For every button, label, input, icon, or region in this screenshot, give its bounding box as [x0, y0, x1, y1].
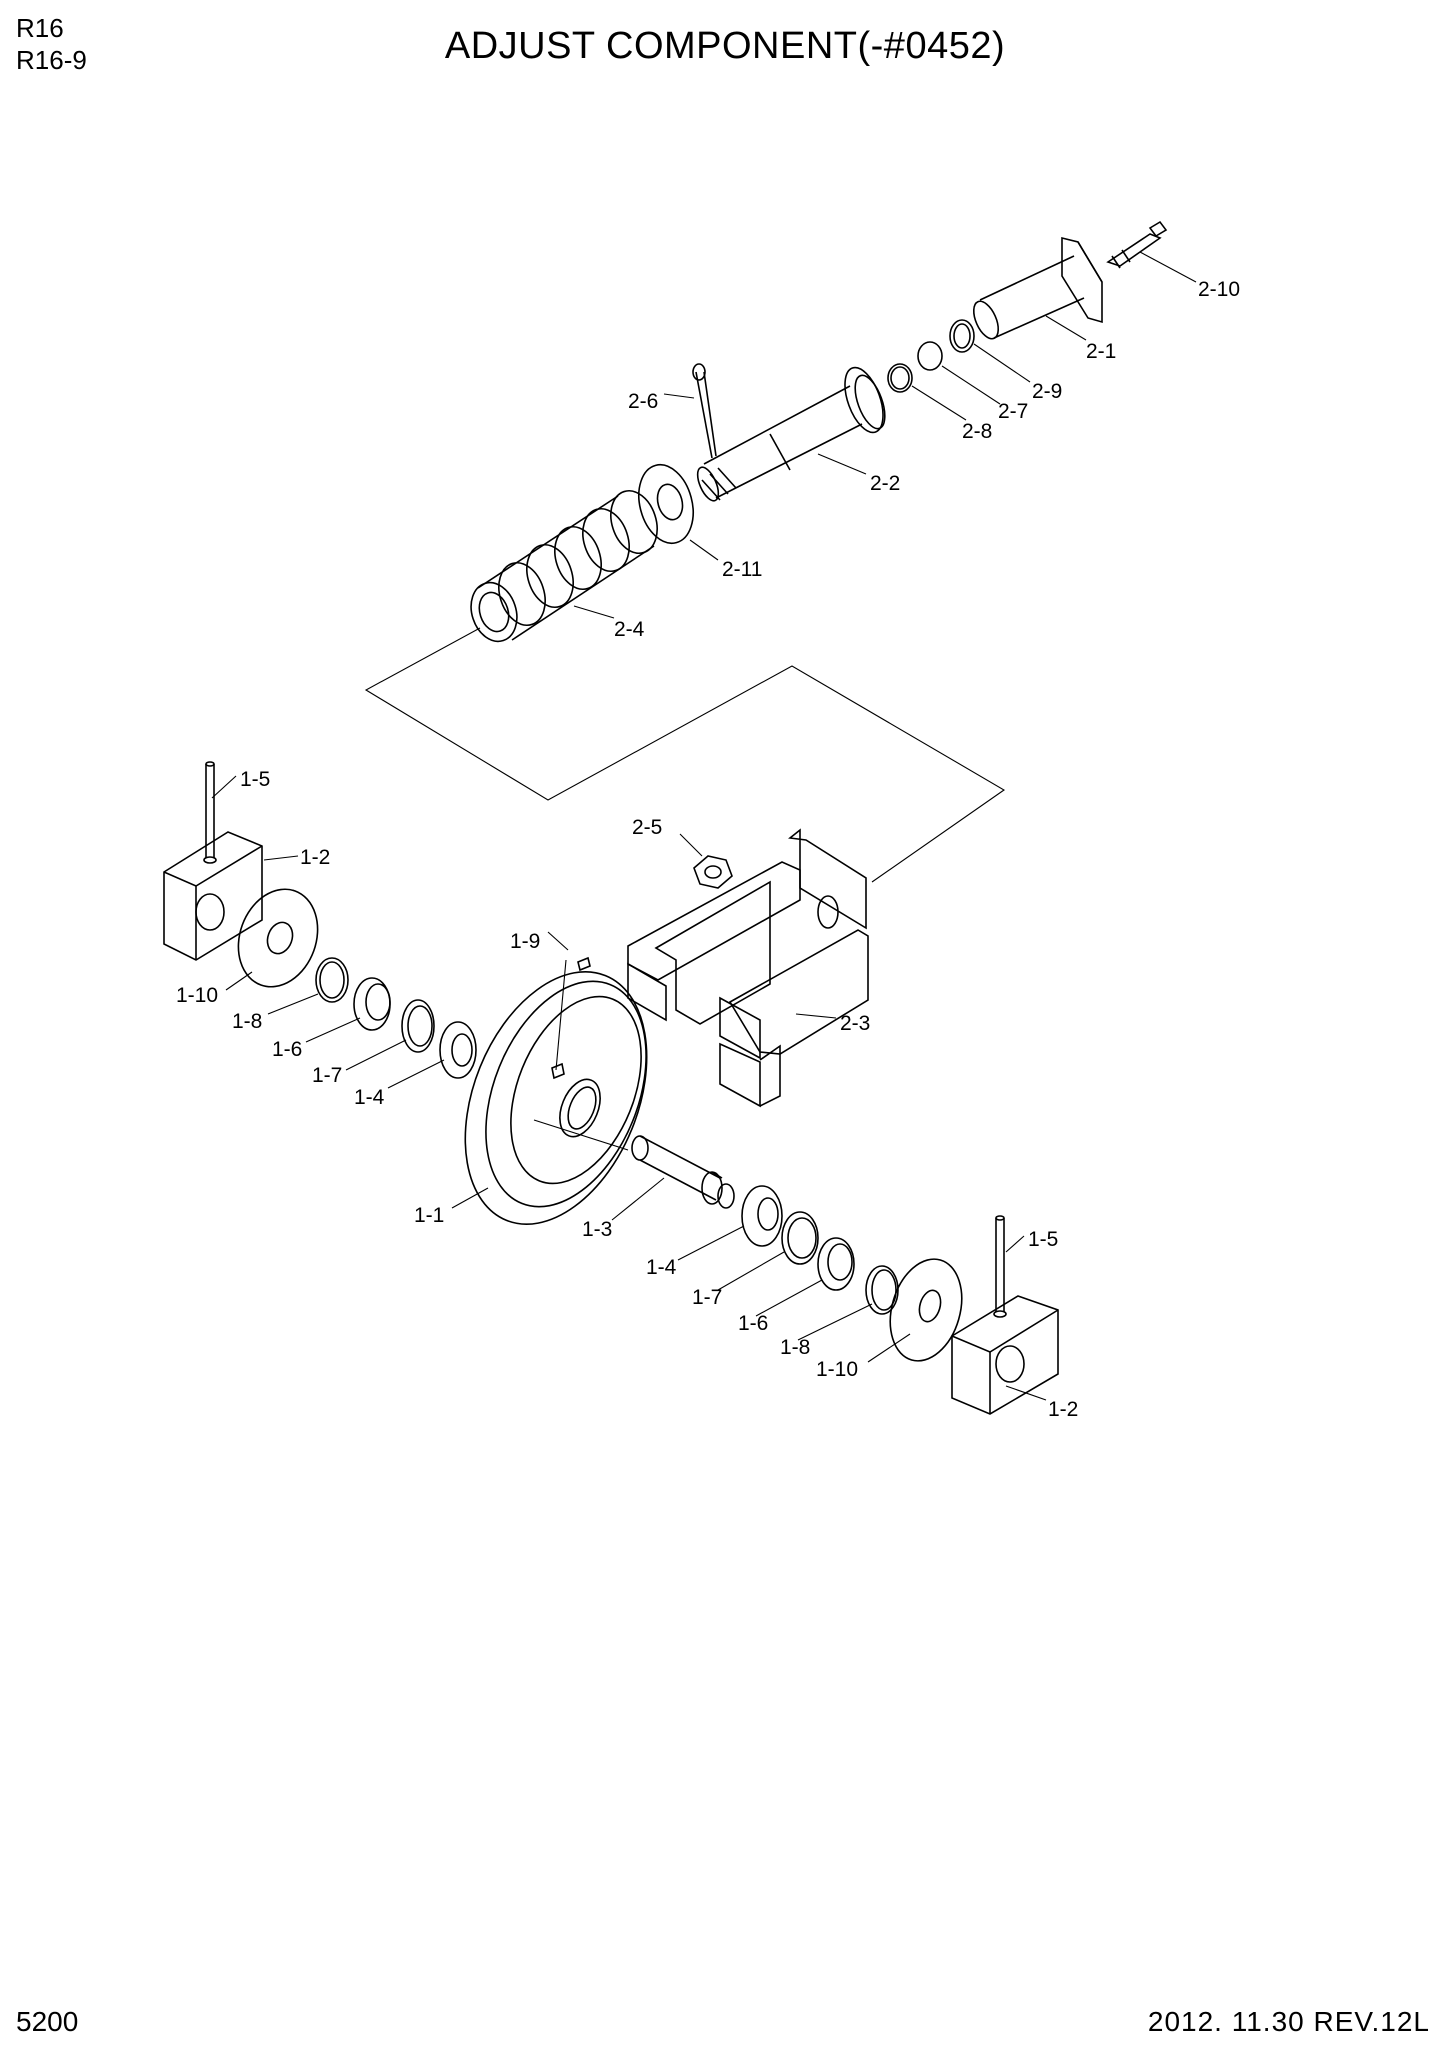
callout-2-1: 2-1	[1086, 340, 1116, 363]
plug-part	[551, 956, 591, 1080]
callout-1-5-left: 1-5	[240, 768, 270, 791]
bearing-right	[741, 1185, 783, 1247]
callout-1-3: 1-3	[582, 1218, 612, 1241]
page-title: ADJUST COMPONENT(-#0452)	[444, 25, 1006, 67]
seal-left	[353, 977, 391, 1031]
rod-part	[696, 366, 886, 502]
pin-left-part	[203, 761, 217, 864]
callout-1-7-left: 1-7	[312, 1064, 342, 1087]
callout-1-2-right: 1-2	[1048, 1398, 1078, 1421]
callout-2-2: 2-2	[870, 472, 900, 495]
spring-part	[470, 490, 658, 643]
washer-part	[638, 463, 694, 545]
callout-1-9: 1-9	[510, 930, 540, 953]
callout-1-2-left: 1-2	[300, 846, 330, 869]
pin-right-part	[993, 1215, 1007, 1318]
revision-label: 2012. 11.30 REV.12L	[1147, 2006, 1430, 2037]
snap-ring-right	[865, 1265, 899, 1315]
callout-1-6-right: 1-6	[738, 1312, 768, 1335]
callout-2-4: 2-4	[614, 618, 645, 641]
section-label: R16-9	[16, 45, 87, 75]
grease-valve-part	[1106, 220, 1168, 269]
model-label: R16	[16, 13, 64, 43]
shaft-part	[631, 1135, 735, 1209]
callout-1-8-left: 1-8	[232, 1010, 262, 1033]
callout-1-5-right: 1-5	[1028, 1228, 1058, 1251]
nut-part	[693, 855, 733, 889]
callout-1-4-left: 1-4	[354, 1086, 385, 1109]
callout-1-4-right: 1-4	[646, 1256, 677, 1279]
thrust-washer-right	[889, 1258, 963, 1362]
callout-1-6-left: 1-6	[272, 1038, 302, 1061]
thrust-washer-left	[237, 888, 319, 988]
callout-1-8-right: 1-8	[780, 1336, 810, 1359]
callout-1-10-left: 1-10	[176, 984, 218, 1007]
callout-2-5: 2-5	[632, 816, 662, 839]
bearing-left	[439, 1021, 477, 1079]
page-number: 5200	[16, 2006, 79, 2037]
block-left-part	[163, 831, 263, 961]
callout-labels: 2-10 2-1 2-9 2-7 2-8 2-6 2-2 2-11 2-4 1-…	[176, 278, 1240, 1421]
callout-1-7-right: 1-7	[692, 1286, 722, 1309]
assembly-reference-lines	[364, 627, 1006, 883]
seal-rings	[887, 319, 975, 393]
callout-2-7: 2-7	[998, 400, 1028, 423]
callout-2-9: 2-9	[1032, 380, 1062, 403]
callout-1-10-right: 1-10	[816, 1358, 858, 1381]
split-pin-part	[692, 363, 717, 459]
callout-2-8: 2-8	[962, 420, 992, 443]
idler-wheel-part	[464, 971, 648, 1225]
callout-2-3: 2-3	[840, 1012, 870, 1035]
block-right-part	[951, 1295, 1059, 1415]
cylinder-part	[972, 236, 1103, 340]
retainer-ring-left	[401, 999, 435, 1053]
callout-1-1: 1-1	[414, 1204, 444, 1227]
retainer-ring-right	[781, 1211, 819, 1265]
callout-2-10: 2-10	[1198, 278, 1240, 301]
callout-2-11: 2-11	[722, 558, 762, 581]
yoke-part	[627, 828, 869, 1108]
snap-ring-left	[315, 957, 349, 1003]
callout-2-6: 2-6	[628, 390, 658, 413]
leader-lines	[211, 251, 1197, 1401]
seal-right	[817, 1237, 855, 1291]
